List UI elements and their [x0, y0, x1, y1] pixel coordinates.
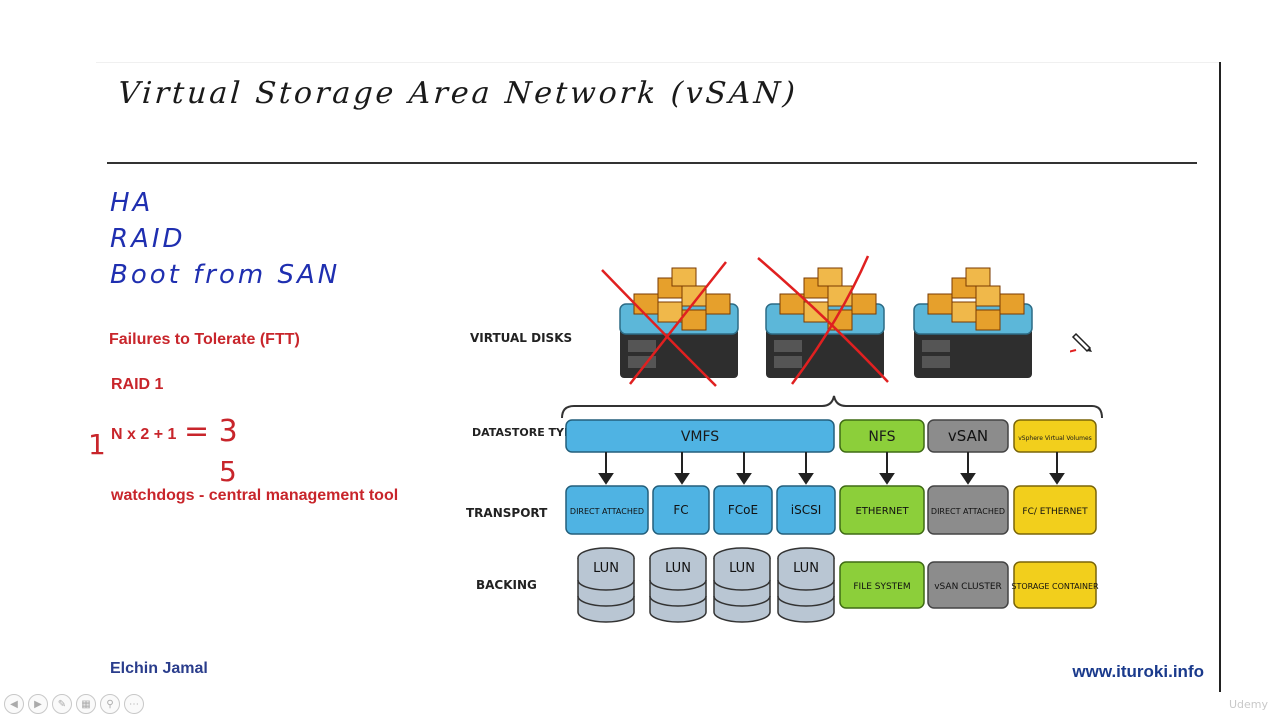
note-ha: HA [110, 188, 154, 218]
slide-title: Virtual Storage Area Network (vSAN) [116, 76, 799, 111]
disk-icon-2 [649, 547, 707, 623]
disk-icon-1 [577, 547, 635, 623]
slide-right-border [1219, 62, 1221, 692]
backing-file-system: FILE SYSTEM [853, 582, 910, 592]
next-icon[interactable]: ▶ [28, 694, 48, 714]
row-label-virtual-disks: VIRTUAL DISKS [470, 331, 572, 345]
disk-icon-3 [713, 547, 771, 623]
cross-mark-host-1 [601, 261, 727, 387]
note-boot-from-san: Boot from SAN [110, 260, 341, 290]
storage-diagram: VIRTUAL DISKS DATASTORE TYPE TRANSPORT B… [466, 255, 1103, 623]
formula-text: N x 2 + 1 [111, 426, 177, 443]
note-raid: RAID [110, 224, 186, 254]
pencil-icon [1070, 332, 1092, 353]
transport-fc: FC [673, 503, 688, 517]
cross-mark-host-2 [757, 255, 889, 385]
title-divider [107, 162, 1197, 164]
backing-vsan-cluster: vSAN CLUSTER [934, 582, 1002, 592]
datastore-vvols: vSphere Virtual Volumes [1018, 435, 1092, 442]
row-label-backing: BACKING [476, 578, 537, 592]
transport-fc-ethernet: FC/ ETHERNET [1022, 507, 1088, 517]
datastore-nfs: NFS [868, 429, 895, 445]
row-label-datastore-type: DATASTORE TYPE [472, 426, 580, 439]
hand-note-under: 5 [219, 455, 237, 488]
backing-lun-2: LUN [665, 561, 691, 576]
raid1-label: RAID 1 [111, 376, 164, 393]
transport-direct-attached-vsan: DIRECT ATTACHED [931, 507, 1005, 516]
footer-author: Elchin Jamal [110, 660, 208, 677]
host-3-icon [913, 267, 1033, 379]
zoom-icon[interactable]: ⚲ [100, 694, 120, 714]
datastore-vmfs: VMFS [681, 429, 719, 445]
disk-icon-4 [777, 547, 835, 623]
udemy-watermark: Udemy [1228, 698, 1268, 711]
datastore-vsan: vSAN [948, 427, 988, 445]
footer-url[interactable]: www.ituroki.info [1072, 662, 1204, 681]
transport-direct-attached: DIRECT ATTACHED [570, 507, 644, 516]
transport-ethernet: ETHERNET [855, 506, 909, 517]
transport-iscsi: iSCSI [791, 503, 822, 517]
backing-lun-1: LUN [593, 561, 619, 576]
backing-lun-4: LUN [793, 561, 819, 576]
host-2-icon [765, 267, 885, 379]
backing-storage-container: STORAGE CONTAINER [1011, 582, 1099, 591]
transport-fcoe: FCoE [728, 503, 758, 517]
arrows [598, 452, 1065, 485]
hand-note-left: 1 [88, 428, 106, 461]
pen-icon[interactable]: ✎ [52, 694, 72, 714]
more-icon[interactable]: ⋯ [124, 694, 144, 714]
previous-icon[interactable]: ◀ [4, 694, 24, 714]
watchdogs-label: watchdogs - central management tool [111, 487, 399, 504]
formula-result: = 3 [184, 414, 238, 449]
presentation-toolbar: ◀ ▶ ✎ ▦ ⚲ ⋯ [4, 694, 144, 714]
row-label-transport: TRANSPORT [466, 506, 548, 520]
datastore-brace [561, 395, 1103, 419]
backing-lun-3: LUN [729, 561, 755, 576]
slides-icon[interactable]: ▦ [76, 694, 96, 714]
ftt-label: Failures to Tolerate (FTT) [109, 331, 300, 348]
